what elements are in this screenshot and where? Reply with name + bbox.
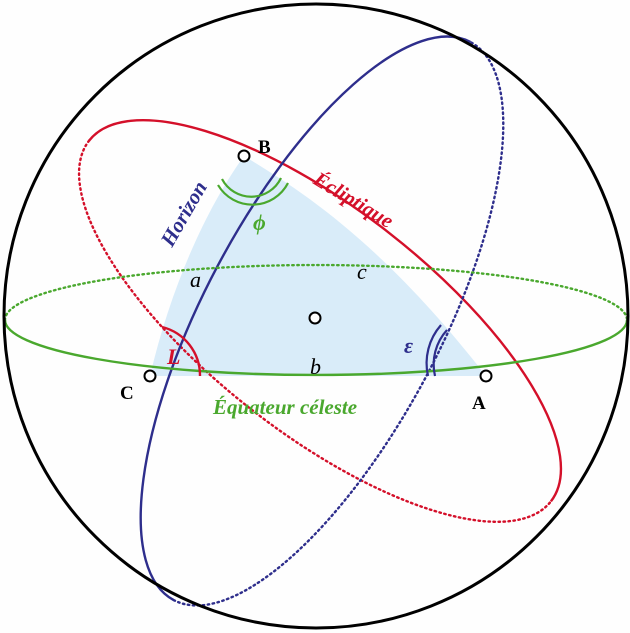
point-c-label: C — [120, 383, 134, 404]
angle-l-label: L — [166, 344, 180, 369]
angle-epsilon-arc-outer — [425, 324, 442, 377]
point-a-label: A — [472, 393, 486, 414]
equator-back-arc — [3, 263, 629, 322]
center-marker — [308, 311, 322, 325]
ecliptic-back-arc — [77, 139, 553, 523]
horizon-front-arc — [139, 35, 471, 602]
point-a-marker — [479, 369, 493, 383]
side-a-label: a — [190, 267, 201, 292]
point-c-marker — [143, 369, 157, 383]
side-b-label: b — [310, 354, 321, 379]
point-b-marker — [237, 149, 251, 163]
equator-front-arc — [3, 319, 629, 377]
angle-phi-arc-inner — [221, 177, 282, 198]
horizon-back-arc — [172, 40, 505, 607]
angle-phi-arc-outer — [217, 182, 289, 206]
equator-label: Équateur céleste — [212, 395, 357, 419]
ecliptic-front-arc — [88, 119, 563, 503]
angle-epsilon-label: ε — [404, 333, 413, 358]
angle-l-arc — [161, 325, 202, 377]
point-b-label: B — [258, 137, 271, 158]
angle-phi-label: ϕ — [253, 210, 266, 235]
angle-epsilon-arc-inner — [432, 329, 448, 377]
side-c-label: c — [357, 259, 367, 284]
